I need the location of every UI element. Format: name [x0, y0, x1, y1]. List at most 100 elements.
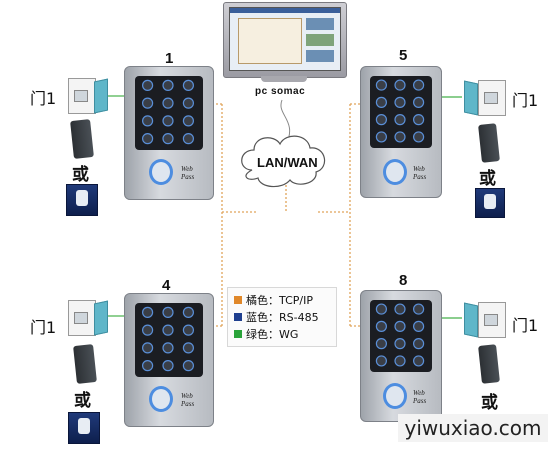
card-reader-icon [478, 344, 500, 384]
fingerprint-sensor-icon [383, 383, 407, 409]
access-reader: Web Pass [360, 290, 442, 422]
legend: 橘色：TCP/IP 蓝色：RS-485 绿色：WG [227, 287, 337, 347]
door-label: 门1 [512, 91, 539, 110]
legend-text: 橘色：TCP/IP [246, 294, 313, 307]
pc-label: pc somac [255, 86, 306, 97]
keypad-key [394, 320, 406, 332]
brand-logo: Web Pass [413, 389, 427, 405]
legend-text: 绿色：WG [246, 328, 299, 341]
or-label: 或 [481, 393, 498, 413]
fingerprint-sensor-icon [149, 159, 173, 185]
card-reader-icon [478, 123, 500, 163]
door-lock-icon [462, 302, 506, 338]
keypad-key [142, 79, 154, 91]
door-label: 门1 [512, 316, 539, 335]
keypad-key [394, 131, 406, 143]
keypad-key [413, 96, 425, 108]
keypad-key [375, 96, 387, 108]
reader-number: 4 [162, 277, 171, 294]
keypad-key [182, 324, 194, 336]
door-lock-icon [462, 80, 506, 116]
keypad-key [413, 303, 425, 315]
card-reader-icon [73, 344, 97, 384]
brand-logo: Web Pass [413, 165, 427, 181]
camera-view-icon [306, 50, 334, 62]
legend-swatch [234, 313, 242, 321]
keypad-key [413, 355, 425, 367]
keypad-key [142, 360, 154, 372]
floorplan-icon [238, 18, 302, 64]
or-label: 或 [74, 391, 91, 411]
keypad-key [182, 360, 194, 372]
keypad-key [394, 79, 406, 91]
keypad-key [142, 97, 154, 109]
watermark: yiwuxiao.com [398, 414, 548, 442]
brand-logo: Web Pass [181, 165, 195, 181]
reader-number: 8 [399, 272, 408, 289]
keypad-key [142, 324, 154, 336]
keypad-key [162, 342, 174, 354]
door-lock-icon [68, 78, 108, 114]
legend-item: 蓝色：RS-485 [234, 309, 319, 325]
toolbar-strip [230, 8, 340, 13]
keypad-key [142, 115, 154, 127]
legend-swatch [234, 296, 242, 304]
keypad-key [142, 342, 154, 354]
reader-number: 5 [399, 47, 408, 64]
keypad-key [142, 133, 154, 145]
keypad-key [413, 338, 425, 350]
keypad-key [162, 306, 174, 318]
fingerprint-sensor-icon [383, 159, 407, 185]
or-label: 或 [72, 165, 89, 185]
keypad-key [162, 360, 174, 372]
fingerprint-scanner-icon [68, 412, 100, 444]
or-label: 或 [479, 169, 496, 189]
legend-text: 蓝色：RS-485 [246, 311, 319, 324]
keypad-key [182, 306, 194, 318]
keypad-key [162, 79, 174, 91]
keypad-key [375, 303, 387, 315]
legend-item: 绿色：WG [234, 326, 298, 342]
keypad-key [375, 355, 387, 367]
keypad-key [413, 79, 425, 91]
keypad-key [394, 355, 406, 367]
reader-number: 1 [165, 50, 174, 67]
monitor-screen [229, 7, 341, 71]
fingerprint-scanner-icon [66, 184, 98, 216]
keypad-key [162, 133, 174, 145]
keypad-key [394, 96, 406, 108]
door-label: 门1 [30, 89, 57, 108]
keypad-key [375, 320, 387, 332]
keypad-key [182, 115, 194, 127]
keypad-key [375, 79, 387, 91]
legend-item: 橘色：TCP/IP [234, 292, 313, 308]
camera-view-icon [306, 34, 334, 46]
camera-view-icon [306, 18, 334, 30]
network-label: LAN/WAN [257, 155, 318, 170]
keypad-key [375, 338, 387, 350]
keypad-key [182, 342, 194, 354]
fingerprint-scanner-icon [475, 188, 505, 218]
keypad-key [162, 324, 174, 336]
door-label: 门1 [30, 318, 57, 337]
keypad-key [394, 338, 406, 350]
keypad-key [394, 114, 406, 126]
monitor-stand [261, 76, 307, 82]
keypad-key [375, 114, 387, 126]
keypad-key [413, 131, 425, 143]
keypad-key [375, 131, 387, 143]
keypad-key [142, 306, 154, 318]
keypad-key [182, 97, 194, 109]
brand-logo: Web Pass [181, 392, 195, 408]
computer-monitor [223, 2, 347, 84]
fingerprint-sensor-icon [149, 386, 173, 412]
legend-swatch [234, 330, 242, 338]
keypad-key [413, 320, 425, 332]
keypad-key [182, 133, 194, 145]
keypad-key [162, 97, 174, 109]
keypad-key [162, 115, 174, 127]
door-lock-icon [68, 300, 108, 336]
card-reader-icon [70, 119, 94, 159]
